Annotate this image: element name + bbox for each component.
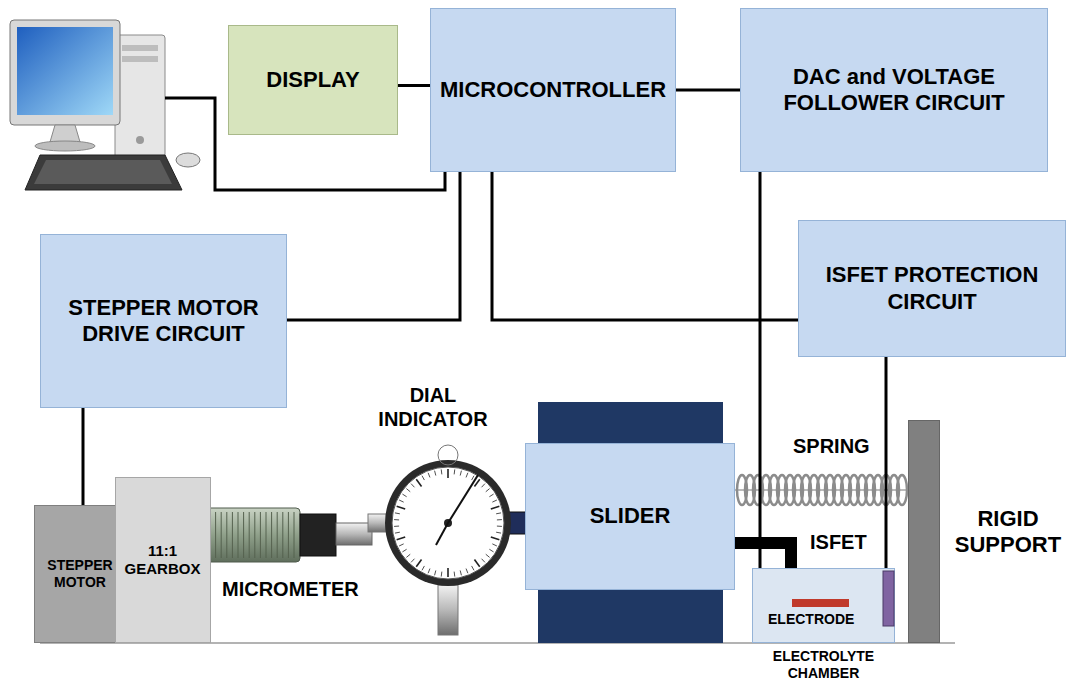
signal-wire — [759, 172, 762, 568]
part-label: MICROMETER — [222, 577, 359, 601]
node-label: 11:1 GEARBOX — [123, 542, 203, 578]
signal-wire — [287, 172, 460, 320]
part-label: SPRING — [793, 434, 870, 458]
part-label: ELECTRODE — [768, 611, 854, 628]
part-label: DIAL INDICATOR — [363, 383, 503, 431]
computer-icon — [10, 20, 200, 190]
microcontroller-box: MICROCONTROLLER — [430, 8, 676, 172]
node-label: STEPPER MOTOR DRIVE CIRCUIT — [51, 295, 276, 348]
signal-wire — [398, 84, 430, 87]
driver-box: STEPPER MOTOR DRIVE CIRCUIT — [40, 234, 287, 408]
slider-block: SLIDER — [525, 443, 735, 590]
dac-box: DAC and VOLTAGE FOLLOWER CIRCUIT — [740, 8, 1048, 172]
node-label: ISFET PROTECTION CIRCUIT — [806, 262, 1058, 315]
stepper-motor: STEPPER MOTOR — [34, 505, 126, 643]
signal-wire — [676, 89, 740, 92]
part-label: ISFET — [808, 530, 869, 554]
isfet-probe — [883, 571, 894, 626]
rigid-support: RIGID SUPPORT — [908, 420, 940, 643]
gearbox: 11:1 GEARBOX — [115, 477, 211, 643]
electrode — [792, 599, 849, 607]
node-label: STEPPER MOTOR — [42, 557, 118, 591]
micrometer-drawing — [205, 508, 372, 562]
electrolyte-chamber: ELECTROLYTE CHAMBER — [752, 568, 895, 643]
signal-wire — [492, 172, 798, 320]
dial-indicator-drawing — [368, 445, 526, 635]
chamber-contents — [753, 569, 894, 642]
protection-box: ISFET PROTECTION CIRCUIT — [798, 220, 1066, 357]
node-label: SLIDER — [590, 503, 671, 529]
node-label: MICROCONTROLLER — [440, 77, 666, 103]
node-label: ELECTROLYTE CHAMBER — [759, 648, 889, 682]
node-label: RIGID SUPPORT — [949, 505, 1067, 558]
signal-wire — [885, 357, 888, 568]
signal-wire — [82, 408, 85, 505]
display-box: DISPLAY — [228, 25, 398, 135]
node-label: DISPLAY — [266, 67, 359, 93]
node-label: DAC and VOLTAGE FOLLOWER CIRCUIT — [763, 64, 1025, 117]
